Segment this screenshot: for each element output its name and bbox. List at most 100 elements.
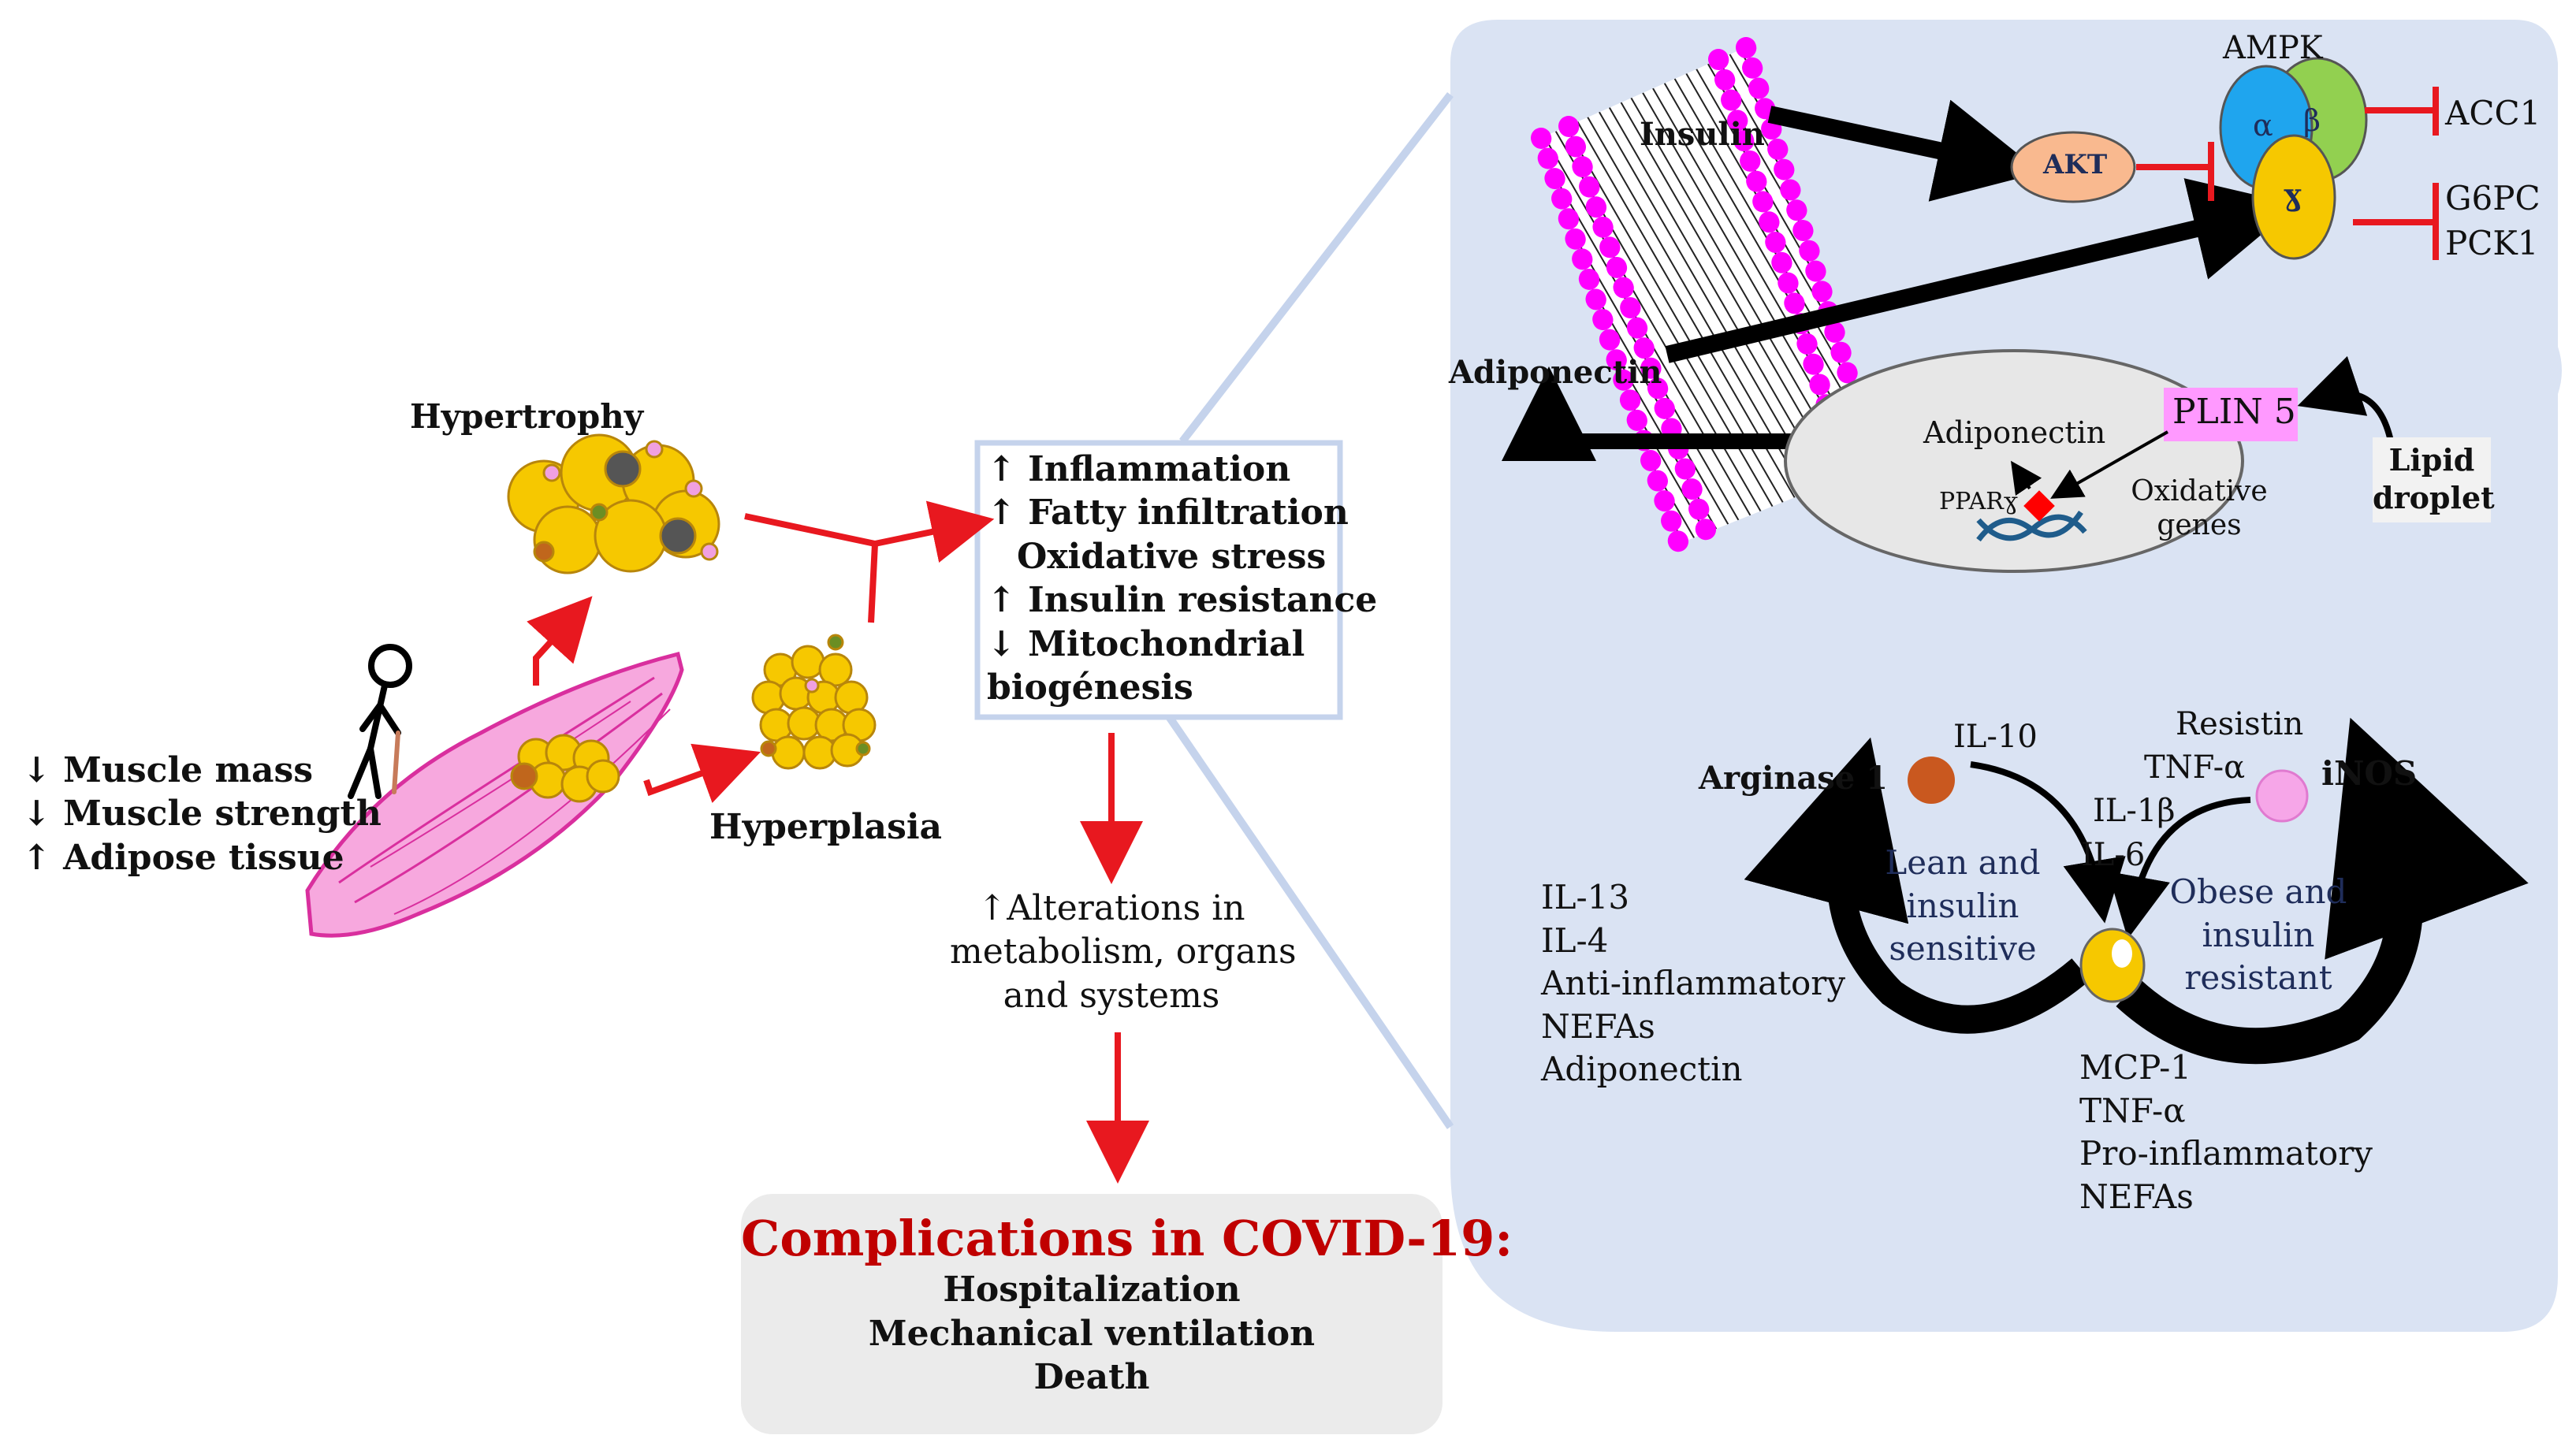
- adiponectin-secretion-arrow: [1502, 366, 1884, 461]
- il4-label: IL-4: [1541, 920, 1609, 960]
- inhibition-markers: [2136, 87, 2439, 260]
- il10-label: IL-10: [1953, 719, 2038, 755]
- m1-macrophage-icon: [2255, 769, 2309, 823]
- akt-label: AKT: [2043, 149, 2108, 180]
- lean-line-2: insulin: [1906, 886, 2019, 925]
- lipid-droplet-line-2: droplet: [2373, 479, 2495, 515]
- inflammation-label: ↑ Inflammation: [987, 449, 1291, 489]
- lipid-to-plin-arrow: [2297, 355, 2395, 450]
- complications-text: Complications in COVID-19: Hospitalizati…: [741, 1210, 1513, 1400]
- adiponectin-lean-label: Adiponectin: [1541, 1050, 1743, 1089]
- insulin-resistance-label: ↑ Insulin resistance: [987, 580, 1378, 621]
- biogenesis-label: biogénesis: [987, 667, 1193, 708]
- tnf-alpha-m1-label: TNF-α: [2144, 749, 2246, 786]
- oxidative-genes-label: Oxidative genes: [2120, 474, 2278, 542]
- oxidative-genes-line-1: Oxidative: [2131, 475, 2268, 507]
- muscle-changes-list: ↓ Muscle mass ↓ Muscle strength ↑ Adipos…: [22, 749, 382, 879]
- adiponectin-ampk-arrow: [1665, 178, 2298, 363]
- ampk-label: AMPK: [2223, 30, 2323, 66]
- lean-line-1: Lean and: [1885, 843, 2041, 882]
- il13-label: IL-13: [1541, 878, 1630, 916]
- lean-cycle-arrow: [1744, 737, 2090, 1034]
- adipocyte-cluster-hyperplasia: [751, 634, 877, 770]
- lipid-droplet-label: Lipid droplet: [2373, 441, 2495, 516]
- resistin-label: Resistin: [2176, 706, 2304, 742]
- alterations-line-3: and systems: [1003, 975, 1220, 1016]
- muscle-mass-label: ↓ Muscle mass: [22, 750, 314, 790]
- zoom-line-top: [1179, 91, 1454, 444]
- resistin-group: Resistin TNF-α IL-1β IL-6: [2081, 703, 2303, 877]
- obese-line-1: Obese and: [2169, 872, 2347, 911]
- il6-label: IL-6: [2081, 836, 2146, 873]
- oxidative-genes-line-2: genes: [2157, 509, 2242, 542]
- adipocyte-cluster-muscle: [510, 734, 620, 803]
- insulin-arrow: [1767, 99, 2042, 202]
- ppar-to-adiponectin-arrow: [2010, 460, 2042, 496]
- alterations-line-1: ↑Alterations in: [977, 888, 1245, 928]
- lean-state-label: Lean and insulin sensitive: [1864, 842, 2061, 971]
- resistin-arrow: [2108, 797, 2251, 939]
- mcp1-label: MCP-1: [2079, 1048, 2192, 1087]
- alpha-label: α: [2253, 108, 2273, 143]
- lean-line-3: sensitive: [1889, 929, 2037, 969]
- nefas-lean-label: NEFAs: [1541, 1006, 1655, 1046]
- hospitalization-label: Hospitalization: [943, 1270, 1241, 1311]
- ppar-label: PPARɣ: [1939, 488, 2018, 515]
- alterations-line-2: metabolism, organs: [950, 931, 1297, 972]
- gamma-label: ɣ: [2284, 177, 2302, 212]
- macrophage-icon: [2079, 928, 2146, 1003]
- anti-inflammatory-list: IL-13 IL-4 Anti-inflammatory NEFAs Adipo…: [1541, 876, 1845, 1091]
- pro-inflammatory-label: Pro-inflammatory: [2079, 1134, 2373, 1173]
- g6pc-label: G6PC: [2445, 179, 2541, 217]
- complications-box: [741, 1194, 1442, 1434]
- arginase-label: Arginase 1: [1699, 760, 1888, 797]
- il10-arrow: [1970, 761, 2126, 924]
- obese-state-label: Obese and insulin resistant: [2160, 871, 2357, 1000]
- tnf-alpha-label: TNF-α: [2079, 1091, 2186, 1130]
- complications-title: Complications in COVID-19:: [741, 1210, 1513, 1267]
- lipid-droplet-line-1: Lipid: [2388, 442, 2475, 478]
- lipid-droplet-box: [2373, 437, 2491, 522]
- inos-label: iNOS: [2321, 754, 2418, 793]
- pro-inflammatory-list: MCP-1 TNF-α Pro-inflammatory NEFAs: [2079, 1047, 2373, 1218]
- adiponectin-secreted-label: Adiponectin: [1449, 354, 1662, 391]
- ppar-receptor-icon: [2023, 490, 2055, 522]
- death-label: Death: [1033, 1357, 1150, 1398]
- plin5-box: [2164, 388, 2298, 441]
- mechanical-ventilation-label: Mechanical ventilation: [868, 1313, 1316, 1354]
- red-arrows-left: [527, 500, 1149, 1184]
- mitochondrial-label: ↓ Mitochondrial: [987, 623, 1305, 664]
- plin-to-ppar-arrow: [2050, 430, 2168, 499]
- acc1-label: ACC1: [2445, 94, 2541, 132]
- adipocyte-cluster-hypertrophy: [507, 433, 720, 574]
- m2-macrophage-icon: [1908, 757, 1955, 804]
- effects-list: ↑ Inflammation ↑ Fatty infiltration Oxid…: [987, 448, 1377, 710]
- effects-box: [974, 440, 1343, 720]
- beta-label: β: [2303, 103, 2321, 138]
- fatty-infiltration-label: ↑ Fatty infiltration: [987, 493, 1349, 534]
- obese-line-2: insulin: [2202, 915, 2315, 954]
- anti-inflammatory-label: Anti-inflammatory: [1541, 964, 1846, 1003]
- ampk-gamma-subunit: [2251, 134, 2336, 260]
- il1b-label: IL-1β: [2093, 793, 2176, 830]
- obese-cycle-arrow: [2116, 717, 2529, 1065]
- macrophage-nucleus-icon: [2112, 939, 2132, 968]
- hypertrophy-label: Hypertrophy: [410, 397, 644, 436]
- hyperplasia-label: Hyperplasia: [709, 807, 943, 847]
- muscle-illustration: [305, 651, 684, 938]
- muscle-strength-label: ↓ Muscle strength: [22, 794, 382, 835]
- akt-node: [2010, 131, 2136, 203]
- zoom-line-bottom: [1163, 711, 1454, 1129]
- dna-icon: [1976, 511, 2087, 542]
- plin5-label: PLIN 5: [2172, 392, 2296, 432]
- insulin-label: Insulin: [1640, 116, 1765, 153]
- elderly-figure-icon: [348, 644, 412, 799]
- obese-line-3: resistant: [2184, 958, 2332, 998]
- alterations-text: ↑Alterations in metabolism, organs and s…: [950, 887, 1297, 1017]
- pck1-label: PCK1: [2445, 224, 2539, 262]
- nefas-obese-label: NEFAs: [2079, 1177, 2194, 1216]
- oxidative-stress-label: Oxidative stress: [1017, 536, 1327, 577]
- adiponectin-nuclear-label: Adiponectin: [1923, 415, 2106, 450]
- adipose-tissue-label: ↑ Adipose tissue: [22, 837, 344, 878]
